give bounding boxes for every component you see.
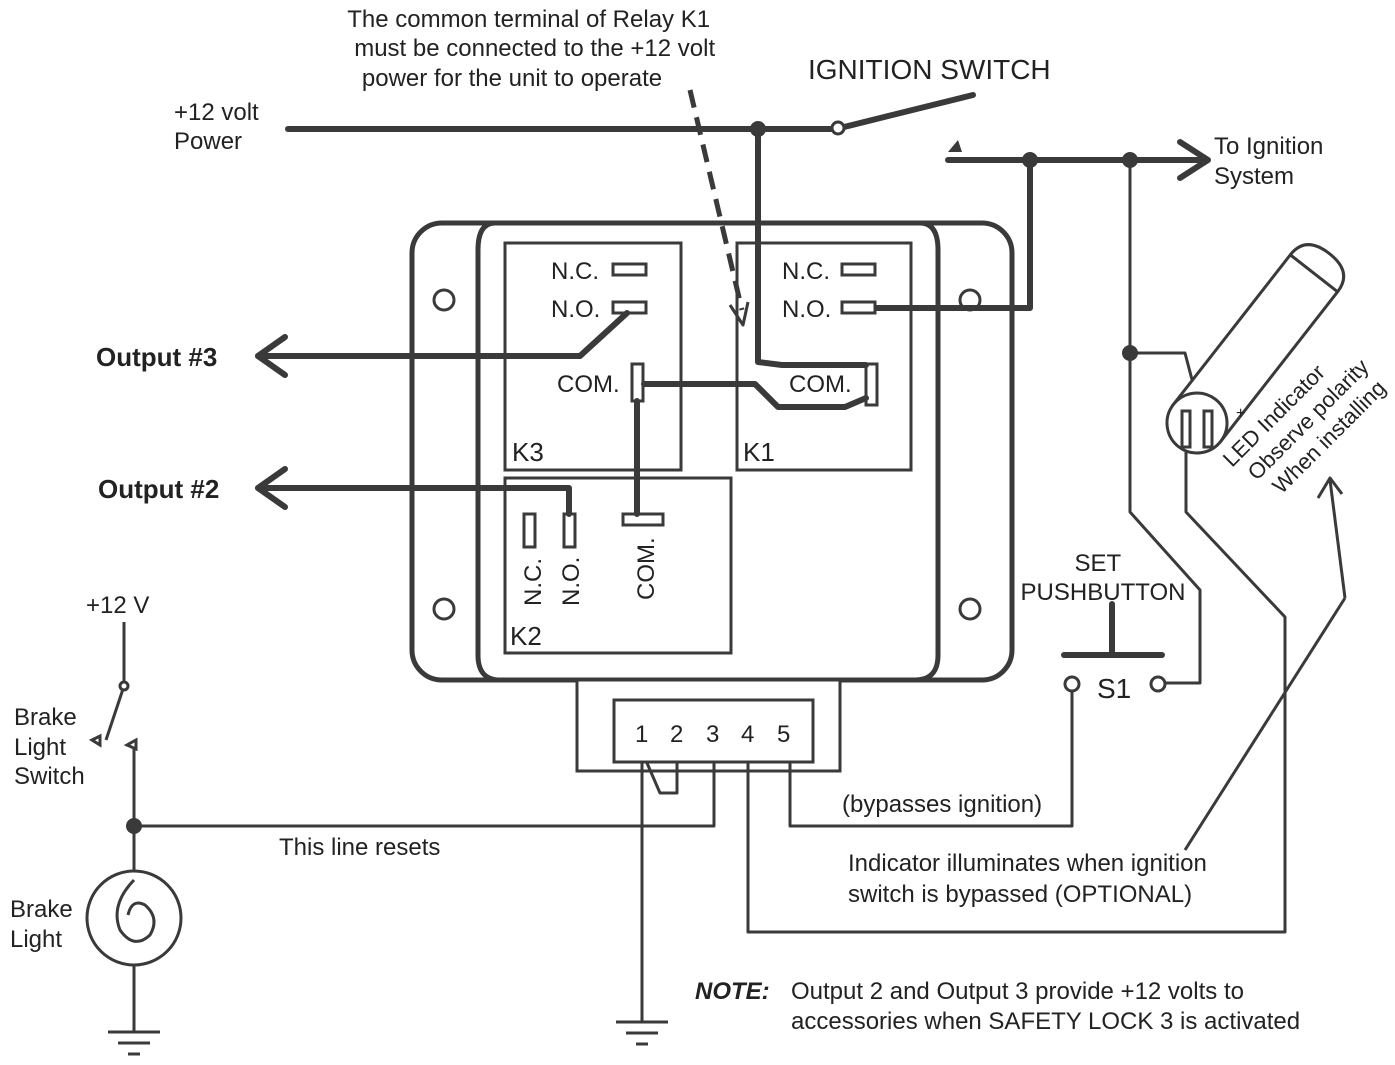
brake-switch-tip xyxy=(88,733,102,748)
k1-com-feed xyxy=(755,126,869,368)
brake-switch-contact xyxy=(118,680,130,692)
k3-com-tab xyxy=(630,362,645,403)
brake-switch-lever xyxy=(104,685,126,741)
output3-label: Output #3 xyxy=(96,342,217,372)
ignition-arrow xyxy=(1177,139,1211,181)
output3-arrow xyxy=(255,334,288,378)
k1-no-label: N.O. xyxy=(782,296,831,323)
mount-hole xyxy=(958,597,982,621)
k2-com-label: COM. xyxy=(633,537,660,600)
k1-com-tab xyxy=(864,362,879,407)
note-pointer-head xyxy=(728,301,750,327)
led-pin-minus xyxy=(1180,409,1192,449)
k3-nc-label: N.C. xyxy=(551,258,599,285)
relay-module xyxy=(409,220,1015,773)
ignition-contact xyxy=(830,120,846,136)
k3-label: K3 xyxy=(512,437,544,467)
set-pushbutton[interactable] xyxy=(1061,601,1165,658)
junction-dot xyxy=(1122,345,1138,361)
terminal-4: 4 xyxy=(741,721,754,748)
output2-wire xyxy=(255,485,572,517)
k1-no-tab xyxy=(840,300,877,315)
led-label-pointer xyxy=(1328,479,1347,599)
k1-label: K1 xyxy=(743,437,775,467)
k2-no-tab xyxy=(562,512,577,549)
indicator-text: Indicator illuminates when ignition swit… xyxy=(848,850,1214,908)
k2-label: K2 xyxy=(510,621,542,651)
junction-dot xyxy=(126,818,142,834)
led-label-pointer-head xyxy=(1316,476,1344,499)
k3-com-label: COM. xyxy=(557,371,620,398)
k3-no-label: N.O. xyxy=(551,296,600,323)
terminal-1: 1 xyxy=(635,721,648,748)
k1-nc-tab xyxy=(840,262,877,277)
s1-label: S1 xyxy=(1097,673,1131,704)
k1-nc-label: N.C. xyxy=(782,258,830,285)
note-text: Output 2 and Output 3 provide +12 volts … xyxy=(791,978,1300,1035)
relay-k1 xyxy=(735,241,913,472)
brake-switch-label: Brake Light Switch xyxy=(14,704,85,790)
ignition-switch-lever xyxy=(837,92,976,131)
k1-no-wire xyxy=(874,157,1033,311)
led-pin-plus xyxy=(1202,409,1214,449)
terminal-2: 2 xyxy=(670,721,683,748)
terminal-block xyxy=(612,698,815,764)
set-pushbutton-label: SET PUSHBUTTON xyxy=(1021,550,1186,606)
note-pointer xyxy=(687,89,745,311)
relay-k2 xyxy=(503,476,733,655)
com-link xyxy=(641,381,869,410)
bypass-wire xyxy=(788,687,1074,828)
junction-dot xyxy=(1122,152,1138,168)
brake-light-label: Brake Light xyxy=(10,896,79,953)
ground-symbol-left xyxy=(108,1030,160,1056)
s1-feed-wire xyxy=(1128,160,1202,685)
output2-label: Output #2 xyxy=(98,474,219,504)
reset-line xyxy=(134,763,716,828)
relay-note: The common terminal of Relay K1 must be … xyxy=(347,6,722,92)
power-label: +12 volt Power xyxy=(174,99,265,155)
note-label: NOTE: xyxy=(695,978,770,1005)
s1-contact-left xyxy=(1063,675,1081,693)
brake-light-bulb xyxy=(85,869,183,967)
junction-dot xyxy=(750,121,766,137)
k2-com-tab xyxy=(621,512,665,527)
bypasses-label: (bypasses ignition) xyxy=(842,791,1042,818)
terminal-3: 3 xyxy=(706,721,719,748)
ignition-switch-label: IGNITION SWITCH xyxy=(808,54,1051,85)
to-ignition-label: To Ignition System xyxy=(1214,133,1330,190)
ignition-contact-tip xyxy=(948,140,962,152)
mount-hole xyxy=(432,597,456,621)
junction-dot xyxy=(1022,152,1038,168)
ground-symbol-center xyxy=(616,1020,668,1046)
k1-com-label: COM. xyxy=(789,371,852,398)
led-minus-wire xyxy=(746,443,1287,934)
plus12v-label: +12 V xyxy=(86,592,149,619)
jumper xyxy=(645,762,679,795)
indicator-pointer xyxy=(1183,597,1347,851)
k2-nc-label: N.C. xyxy=(520,558,547,606)
brake-switch-tip2 xyxy=(123,737,138,752)
s1-contact-right xyxy=(1149,675,1167,693)
output2-arrow xyxy=(255,466,288,510)
k3-nc-tab xyxy=(611,262,648,277)
mount-hole xyxy=(432,288,456,312)
led-plus-label: + xyxy=(1236,405,1245,422)
output3-wire xyxy=(255,310,630,359)
wires xyxy=(104,89,1347,1032)
k2-no-label: N.O. xyxy=(558,557,585,606)
terminal-5: 5 xyxy=(777,721,790,748)
k2-nc-tab xyxy=(522,512,537,549)
line-resets-label: This line resets xyxy=(279,834,440,861)
